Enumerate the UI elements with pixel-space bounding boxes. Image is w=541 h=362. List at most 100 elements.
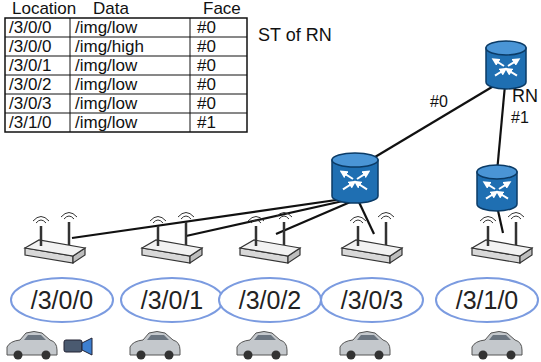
location-ellipse: /3/1/0 [435, 277, 539, 323]
router-arrow [486, 183, 495, 189]
router-arrow [499, 193, 508, 199]
router-arrow [508, 70, 517, 76]
ap-antenna [255, 226, 258, 246]
table-cell: Data [93, 0, 129, 18]
car-wheel [14, 351, 23, 360]
table-cell: #0 [197, 94, 216, 113]
ap-signal [483, 220, 493, 223]
ap-antenna [515, 222, 518, 245]
car-icon [472, 332, 522, 360]
router-icon [332, 153, 378, 203]
network-link [497, 85, 505, 172]
router-arrow [508, 60, 517, 66]
car-window [147, 335, 169, 340]
table-cell: #1 [197, 113, 216, 132]
diagram-label: #0 [430, 92, 448, 111]
diagram-label: ST of RN [258, 26, 332, 45]
ap-signal [153, 220, 163, 223]
ap-top [25, 240, 85, 256]
camera-lens [82, 338, 92, 355]
car-icon [340, 332, 390, 360]
location-name: /3/0/0 [31, 285, 94, 315]
ap-signal [378, 213, 394, 218]
car-icon [237, 332, 287, 360]
ap-top [240, 240, 300, 256]
location-name: /3/0/3 [341, 285, 404, 315]
car-wheel [165, 351, 174, 360]
car-window [357, 335, 379, 340]
location-ellipse: /3/0/2 [218, 277, 322, 323]
diagram-label: #1 [511, 108, 529, 127]
table-cell: /img/low [75, 18, 137, 37]
table-border [5, 18, 247, 132]
table-grid [5, 18, 247, 132]
router-icon [486, 41, 526, 89]
network-link [276, 200, 355, 234]
location-name: /3/1/0 [456, 285, 519, 315]
ap-signal [33, 217, 49, 222]
ellipse-shape [11, 278, 113, 322]
camera-body [64, 340, 82, 352]
router-arrow [495, 60, 504, 66]
router-arrow [486, 193, 495, 199]
location-ellipse: /3/0/1 [120, 277, 224, 323]
ap-signal [279, 216, 289, 219]
access-point-icon [240, 213, 300, 264]
table-cell: /img/low [75, 56, 137, 75]
ap-signal [61, 213, 77, 218]
table-cell: #0 [197, 37, 216, 56]
ap-signal [508, 213, 524, 218]
car-wheel [42, 351, 51, 360]
car-wheel [244, 351, 253, 360]
router-top [477, 165, 517, 179]
network-link [72, 198, 350, 238]
ellipse-shape [219, 278, 321, 322]
location-name: /3/0/1 [141, 285, 204, 315]
table-col-line [190, 18, 191, 132]
location-name: /3/0/2 [239, 285, 302, 315]
ap-signal [480, 217, 496, 222]
ap-signal [178, 213, 194, 218]
car-wheel [507, 351, 516, 360]
car-wheel [375, 351, 384, 360]
ellipse-shape [321, 278, 423, 322]
car-window [254, 335, 276, 340]
ap-signal [381, 216, 391, 219]
car-wheel [272, 351, 281, 360]
router-arrow [343, 183, 353, 189]
table-cell: /3/0/0 [9, 18, 52, 37]
table-cell: #0 [197, 18, 216, 37]
access-point-icon [472, 213, 532, 264]
ap-antenna [68, 222, 71, 245]
table-cell: /img/low [75, 75, 137, 94]
router-arrow [499, 183, 508, 189]
table-cell: #0 [197, 56, 216, 75]
table-cell: /img/low [75, 113, 137, 132]
table-col-line [70, 18, 71, 132]
table-cell: /3/0/2 [9, 75, 52, 94]
table-cell: /3/0/3 [9, 94, 52, 113]
car-window [489, 335, 511, 340]
ap-signal [511, 216, 521, 219]
car-icon [7, 332, 57, 360]
diagram-label: RN [512, 87, 538, 106]
router-top [486, 41, 526, 55]
router-arrow [357, 173, 367, 179]
router-icon [477, 165, 517, 211]
access-point-icon [342, 213, 402, 264]
ap-antenna [487, 226, 490, 246]
table-cell: /3/0/0 [9, 37, 52, 56]
ap-signal [251, 220, 261, 223]
table-cell: /3/0/1 [9, 56, 52, 75]
table-cell: /3/1/0 [9, 113, 52, 132]
ap-top [342, 240, 402, 256]
car-wheel [137, 351, 146, 360]
car-window [24, 335, 46, 340]
ap-antenna [185, 222, 188, 245]
ellipse-shape [121, 278, 223, 322]
ap-top [142, 240, 202, 256]
table-cell: Face [203, 0, 241, 18]
ellipse-shape [436, 278, 538, 322]
ap-antenna [385, 222, 388, 245]
